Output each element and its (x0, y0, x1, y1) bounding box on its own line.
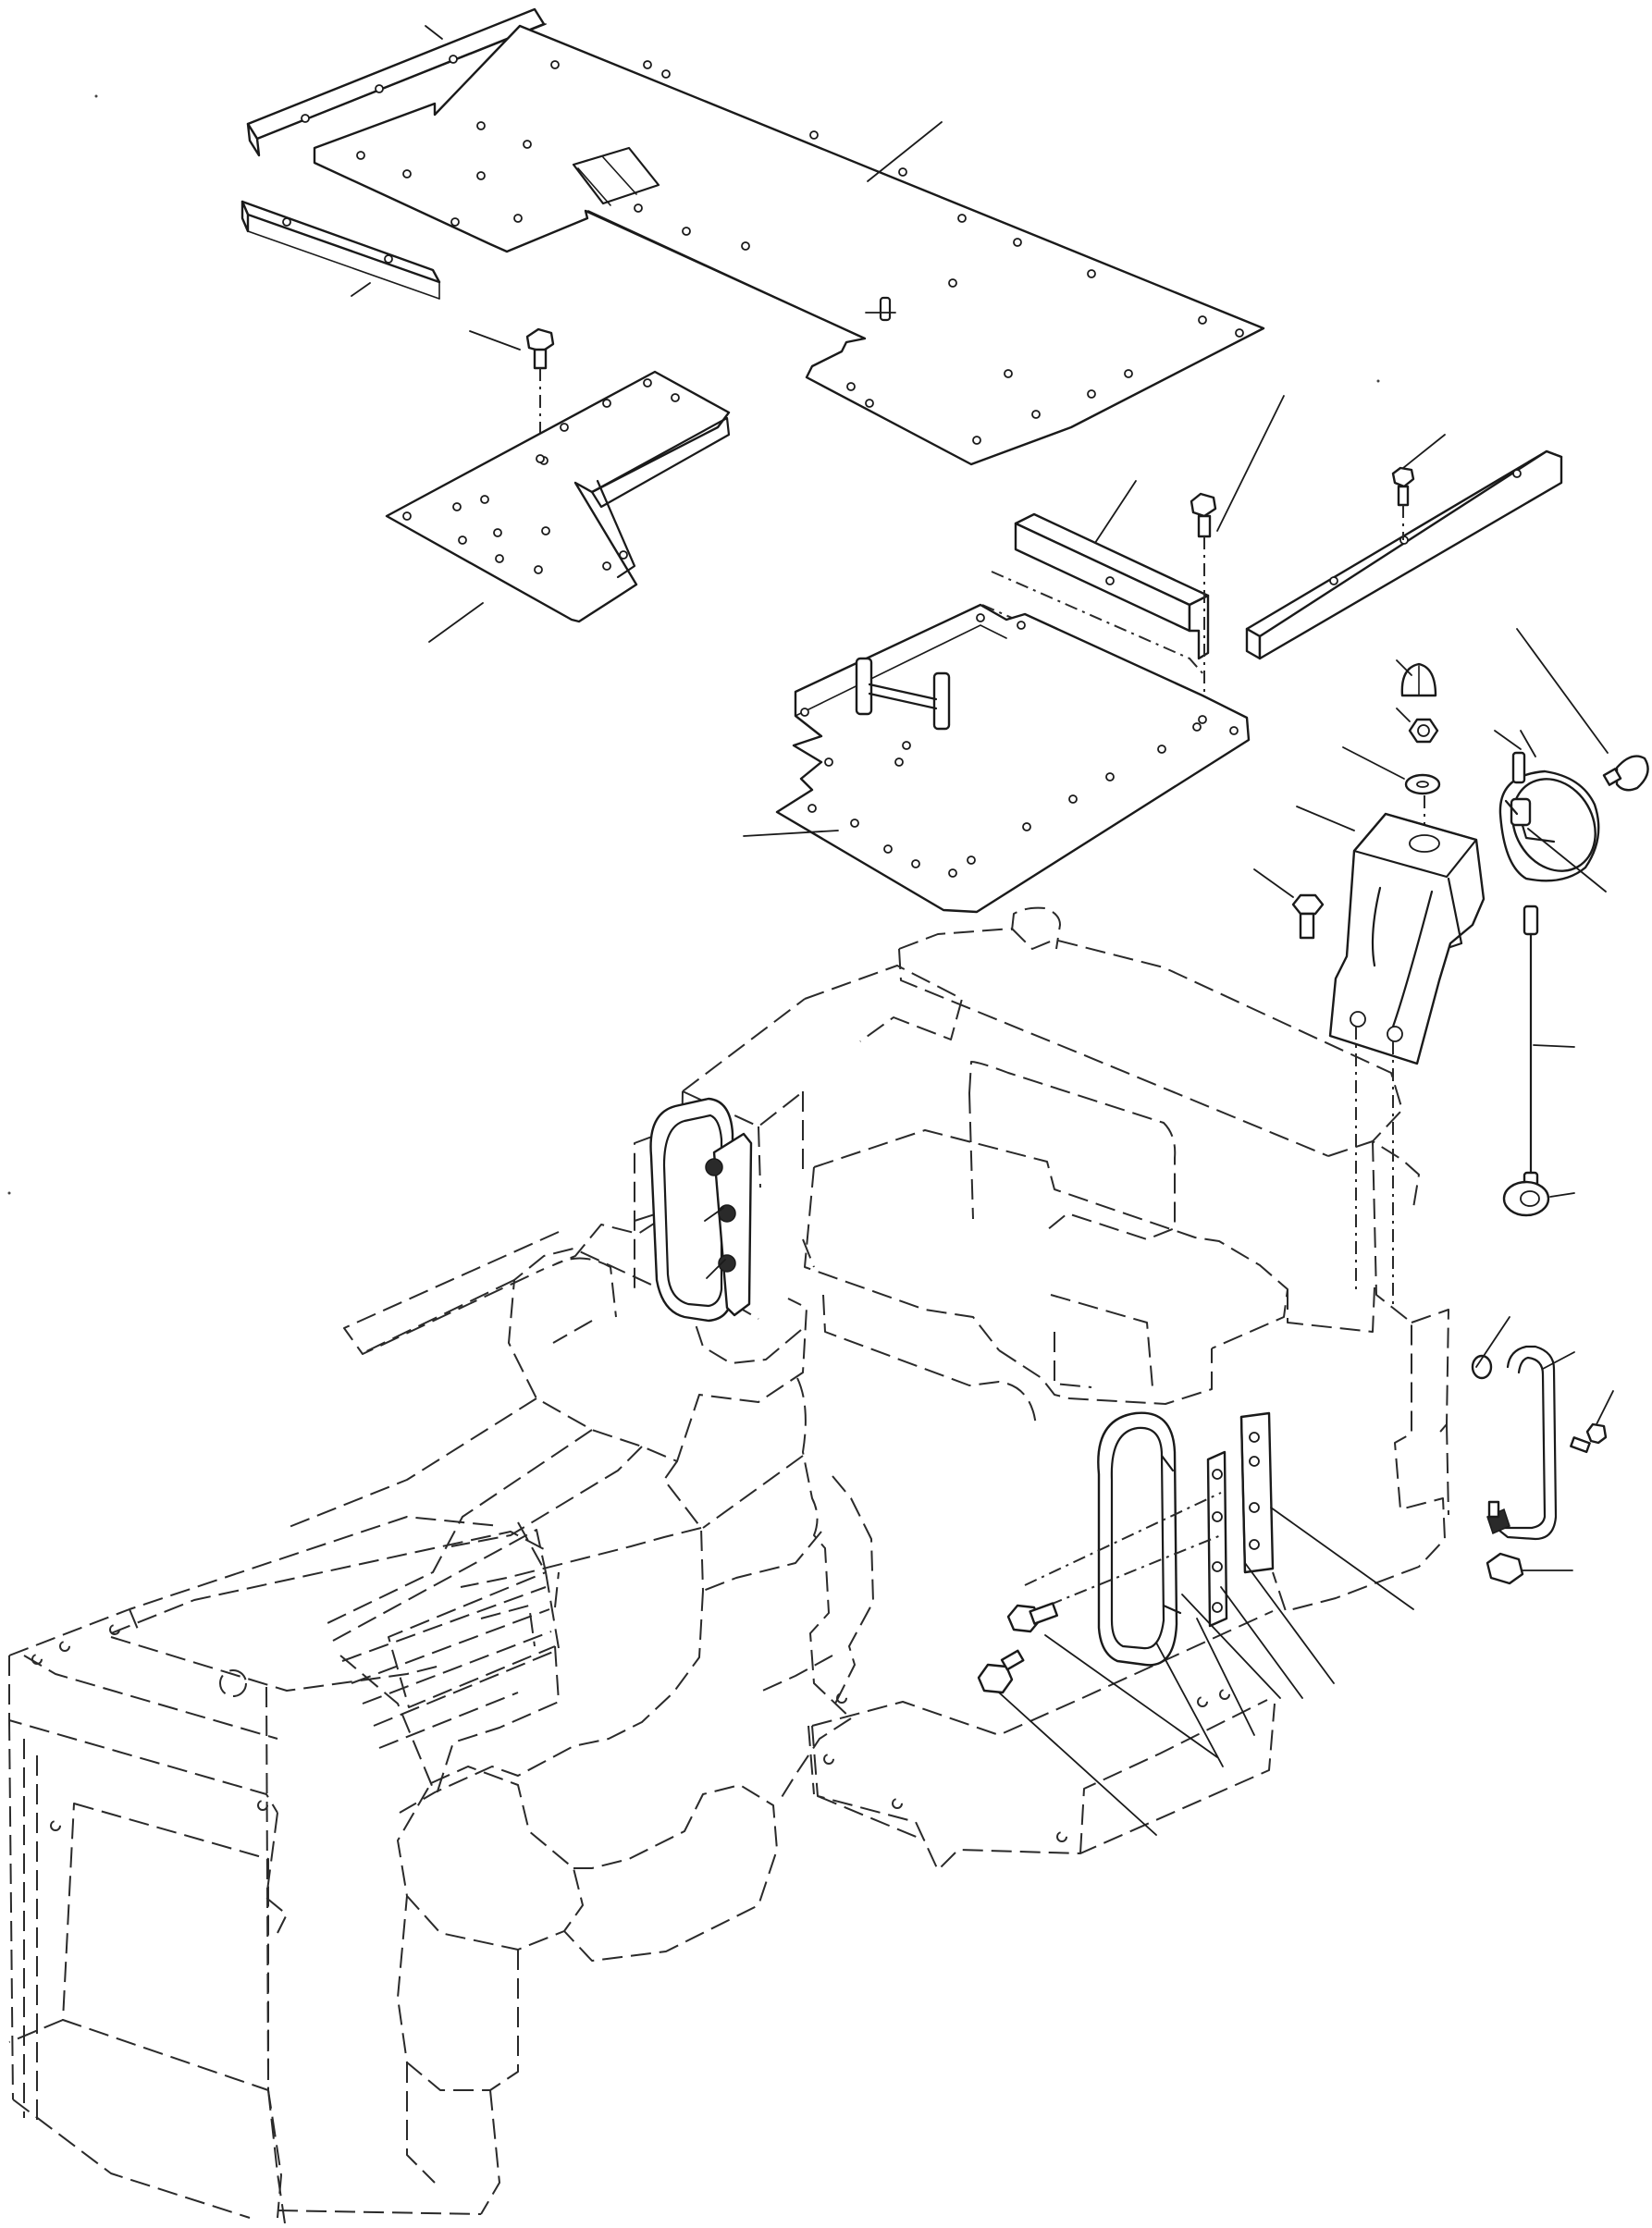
front-handrail-grip (1097, 1411, 1182, 1667)
scan-specks (7, 94, 1380, 1195)
handrail-centerlines (1024, 1492, 1222, 1616)
lower-floor-plate (775, 603, 1251, 914)
side-handrail-nut (1486, 1552, 1573, 1585)
grommet (1502, 1180, 1575, 1217)
handrail-mount-plate (1206, 1450, 1228, 1628)
leader-lines-upper (351, 25, 1446, 643)
left-handrail (649, 1097, 753, 1323)
lamp-hex-nut (1396, 708, 1439, 744)
lamp-wiring-harness (1523, 905, 1575, 1199)
lamp-support-bracket (1296, 806, 1486, 1065)
side-handrail (1471, 1316, 1575, 1541)
right-short-bracket (1014, 512, 1210, 660)
handrail-leader-lines (998, 1507, 1414, 1836)
lamp-washer (1342, 746, 1441, 795)
phantom-cab-body (8, 906, 1449, 2224)
main-floor-plate (313, 24, 1265, 466)
handrail-bolt-2 (977, 1649, 1025, 1694)
lamp-bulb (1516, 628, 1649, 792)
hex-bolt-left (525, 327, 555, 453)
left-angle-bracket (240, 200, 441, 300)
work-lamp (1494, 730, 1607, 892)
handrail-bolt-1 (1006, 1602, 1059, 1633)
bracket-mounting-bolt (1253, 868, 1325, 940)
hex-bolt-right-1 (1190, 492, 1217, 721)
handrail-bracket-bar (1239, 1411, 1275, 1574)
right-long-bracket (1245, 449, 1563, 660)
hex-bolt-right-2 (1391, 466, 1415, 540)
top-rail-bracket (246, 7, 547, 157)
bracket-to-body-centerlines (1355, 1027, 1394, 1304)
left-sub-floor-plate (385, 370, 731, 623)
side-handrail-clip (1486, 1500, 1510, 1535)
lamp-cap-nut (1396, 659, 1437, 697)
side-handrail-bolt (1570, 1390, 1614, 1454)
lower-plate-lifting-bar (855, 657, 951, 731)
